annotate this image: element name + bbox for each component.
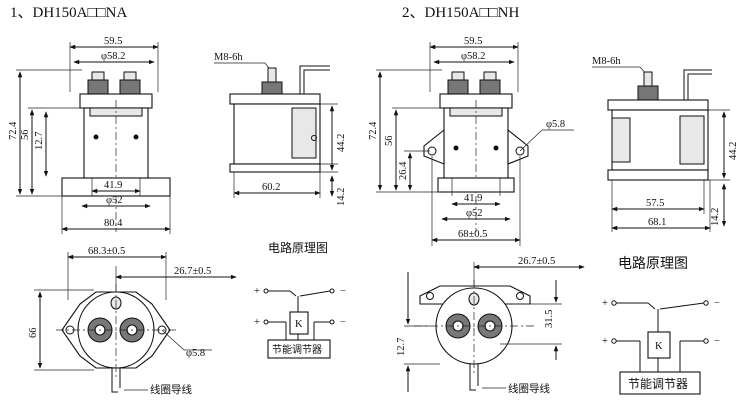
- na-front-w-41-9: 41.9: [104, 180, 122, 191]
- na-side-thread: M8-6h: [214, 52, 243, 63]
- nh-side-h-44-2: 44.2: [728, 142, 739, 160]
- nh-front-w-68: 68±0.5: [458, 229, 487, 240]
- na-front-phi-top: φ58.2: [101, 51, 125, 62]
- nh-bottom-w-26-7: 26.7±0.5: [518, 256, 555, 267]
- nh-front-h-56: 56: [384, 136, 395, 147]
- na-side-h-14-2: 14.2: [336, 188, 347, 206]
- na-bottom-coil-lead: 线圈导线: [150, 383, 192, 396]
- nh-bottom-h-12-7: 12.7: [396, 338, 407, 356]
- nh-circuit-plus1: +: [602, 298, 608, 309]
- nh-front-phi-5-8: φ5.8: [546, 119, 565, 130]
- na-circuit-minus1: −: [340, 286, 346, 297]
- nh-front-phi-top: φ58.2: [461, 51, 485, 62]
- na-side-view: M8-6h 44.2 14.2 60.2: [214, 52, 347, 206]
- na-front-h-total: 72.4: [8, 121, 19, 140]
- nh-circuit-minus1: −: [714, 298, 720, 309]
- nh-side-w-57-5: 57.5: [646, 198, 664, 209]
- nh-bottom-coil-lead: 线圈导线: [508, 382, 550, 395]
- na-bottom-w-26-7: 26.7±0.5: [174, 266, 211, 277]
- na-circuit-diagram: 电路原理图 + − + − K 节能调节器: [254, 240, 346, 359]
- nh-circuit-minus2: −: [714, 336, 720, 347]
- na-front-phi-52: φ52: [106, 195, 123, 206]
- nh-front-phi-52: φ52: [466, 208, 483, 219]
- na-circuit-plus1: +: [254, 286, 260, 297]
- na-bottom-phi-5-8: φ5.8: [186, 348, 205, 359]
- na-front-h-56: 56: [20, 130, 31, 141]
- nh-front-view: 59.5 φ58.2 φ5.8 72.4 56 26.4: [368, 36, 574, 246]
- na-front-w-top: 59.5: [104, 36, 122, 47]
- nh-circuit-box: 节能调节器: [628, 377, 688, 391]
- title-na: 1、DH150A□□NA: [10, 5, 127, 21]
- na-front-view: 59.5 φ58.2 72.4 56 12.7 41.9 φ52: [8, 36, 171, 234]
- na-circuit-k: K: [295, 319, 303, 330]
- nh-bottom-view: 26.7±0.5 线圈导线 12.7 31.5: [396, 256, 585, 395]
- na-bottom-w-68-3: 68.3±0.5: [88, 246, 125, 257]
- na-front-h-12-7: 12.7: [34, 132, 45, 150]
- nh-front-w-41-9: 41.9: [464, 193, 482, 204]
- nh-bottom-h-31-5: 31.5: [544, 310, 555, 328]
- na-front-w-80-4: 80.4: [104, 218, 123, 229]
- na-side-h-44-2: 44.2: [336, 134, 347, 152]
- na-side-w-60-2: 60.2: [262, 182, 280, 193]
- nh-circuit-plus2: +: [602, 336, 608, 347]
- nh-front-h-26-4: 26.4: [398, 161, 409, 180]
- title-nh: 2、DH150A□□NH: [402, 5, 519, 21]
- nh-front-w-top: 59.5: [464, 36, 482, 47]
- na-bottom-h-66: 66: [28, 328, 39, 339]
- na-circuit-plus2: +: [254, 317, 260, 328]
- nh-side-view: M8-6h 44.2 14.2 57.5 68.1: [592, 56, 739, 232]
- nh-circuit-k: K: [655, 341, 663, 352]
- na-circuit-title: 电路原理图: [268, 240, 328, 255]
- nh-circuit-title: 电路原理图: [618, 256, 688, 272]
- nh-side-thread: M8-6h: [592, 56, 621, 67]
- nh-circuit-diagram: 电路原理图 + − + − K 节能调节器: [602, 256, 720, 395]
- na-bottom-view: 68.3±0.5 26.7±0.5 线圈导线 66 φ5.8: [28, 246, 237, 396]
- na-circuit-box: 节能调节器: [272, 343, 322, 356]
- nh-side-w-68-1: 68.1: [648, 217, 666, 228]
- nh-side-h-14-2: 14.2: [710, 208, 721, 226]
- nh-front-h-total: 72.4: [368, 121, 379, 140]
- na-circuit-minus2: −: [340, 317, 346, 328]
